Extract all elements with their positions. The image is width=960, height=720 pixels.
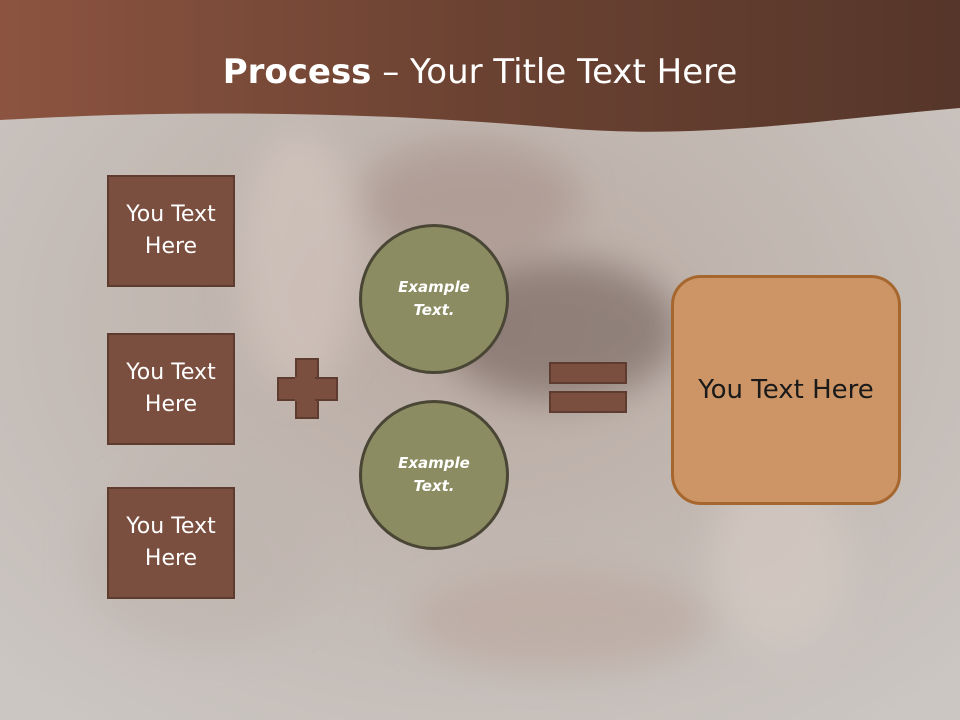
header-band <box>0 0 960 132</box>
page-title: Process – Your Title Text Here <box>0 52 960 92</box>
equals-bottom-bar <box>549 391 627 413</box>
plus-horizontal-bar <box>277 377 338 401</box>
title-rest: – Your Title Text Here <box>371 52 738 92</box>
equals-top-bar <box>549 362 627 384</box>
input-box-1: You Text Here <box>107 175 235 287</box>
input-box-2: You Text Here <box>107 333 235 445</box>
title-bold: Process <box>222 52 372 92</box>
result-box: You Text Here <box>671 275 901 505</box>
example-circle-2: Example Text. <box>359 400 509 550</box>
input-box-3: You Text Here <box>107 487 235 599</box>
example-circle-1: Example Text. <box>359 224 509 374</box>
